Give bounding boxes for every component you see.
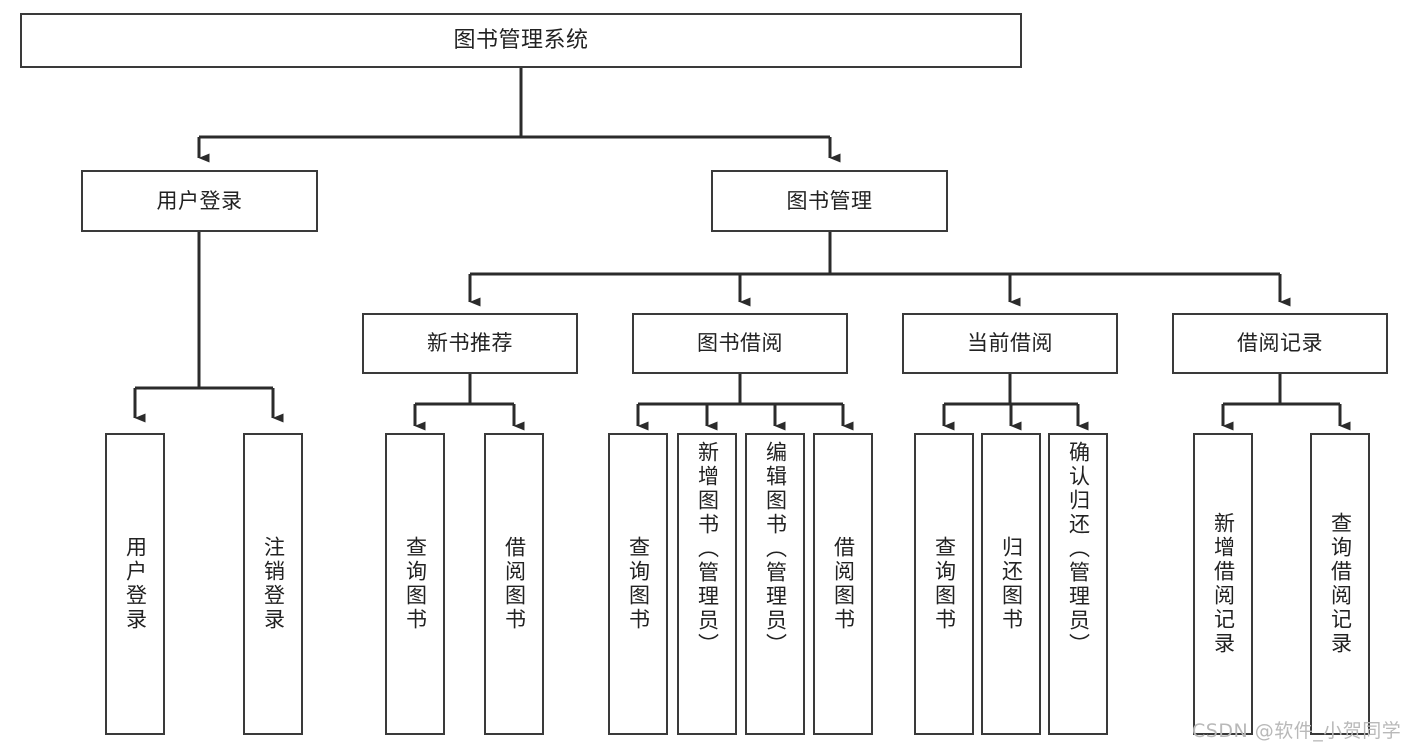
node-label: 借阅图书 [502, 536, 527, 632]
node-label: 查询图书 [626, 536, 651, 632]
node-label: 新增借阅记录 [1211, 512, 1236, 656]
node-label: 借阅记录 [1237, 331, 1323, 356]
node-leaf-query-book-1[interactable]: 查询图书 [385, 433, 445, 735]
node-label: 确认归还（管理员） [1066, 441, 1091, 657]
node-label: 图书管理系统 [453, 27, 589, 53]
node-book-manage[interactable]: 图书管理 [711, 170, 948, 232]
node-leaf-add-record[interactable]: 新增借阅记录 [1193, 433, 1253, 735]
node-label: 新书推荐 [427, 331, 513, 356]
node-leaf-query-book-3[interactable]: 查询图书 [914, 433, 974, 735]
node-label: 注销登录 [261, 536, 286, 632]
node-label: 图书借阅 [697, 331, 783, 356]
node-label: 查询图书 [932, 536, 957, 632]
node-label: 归还图书 [999, 536, 1024, 632]
node-label: 借阅图书 [831, 536, 856, 632]
node-current-borrow[interactable]: 当前借阅 [902, 313, 1118, 374]
node-label: 用户登录 [123, 536, 148, 632]
node-label: 图书管理 [786, 188, 873, 213]
node-leaf-query-record[interactable]: 查询借阅记录 [1310, 433, 1370, 735]
node-label: 新增图书（管理员） [695, 441, 720, 657]
node-leaf-edit-book[interactable]: 编辑图书（管理员） [745, 433, 805, 735]
node-label: 当前借阅 [967, 331, 1053, 356]
node-label: 编辑图书（管理员） [763, 441, 788, 657]
node-leaf-borrow-book-1[interactable]: 借阅图书 [484, 433, 544, 735]
node-label: 用户登录 [156, 188, 243, 213]
node-label: 查询图书 [403, 536, 428, 632]
node-root-system[interactable]: 图书管理系统 [20, 13, 1022, 68]
node-leaf-user-logout[interactable]: 注销登录 [243, 433, 303, 735]
node-label: 查询借阅记录 [1328, 512, 1353, 656]
node-leaf-query-book-2[interactable]: 查询图书 [608, 433, 668, 735]
node-user-login[interactable]: 用户登录 [81, 170, 318, 232]
node-leaf-add-book[interactable]: 新增图书（管理员） [677, 433, 737, 735]
node-book-borrow[interactable]: 图书借阅 [632, 313, 848, 374]
node-borrow-record[interactable]: 借阅记录 [1172, 313, 1388, 374]
node-new-book-recommend[interactable]: 新书推荐 [362, 313, 578, 374]
node-leaf-user-login[interactable]: 用户登录 [105, 433, 165, 735]
node-leaf-confirm-return[interactable]: 确认归还（管理员） [1048, 433, 1108, 735]
csdn-watermark: CSDN @软件_小贺同学 [1192, 720, 1402, 742]
node-leaf-borrow-book-2[interactable]: 借阅图书 [813, 433, 873, 735]
node-leaf-return-book[interactable]: 归还图书 [981, 433, 1041, 735]
